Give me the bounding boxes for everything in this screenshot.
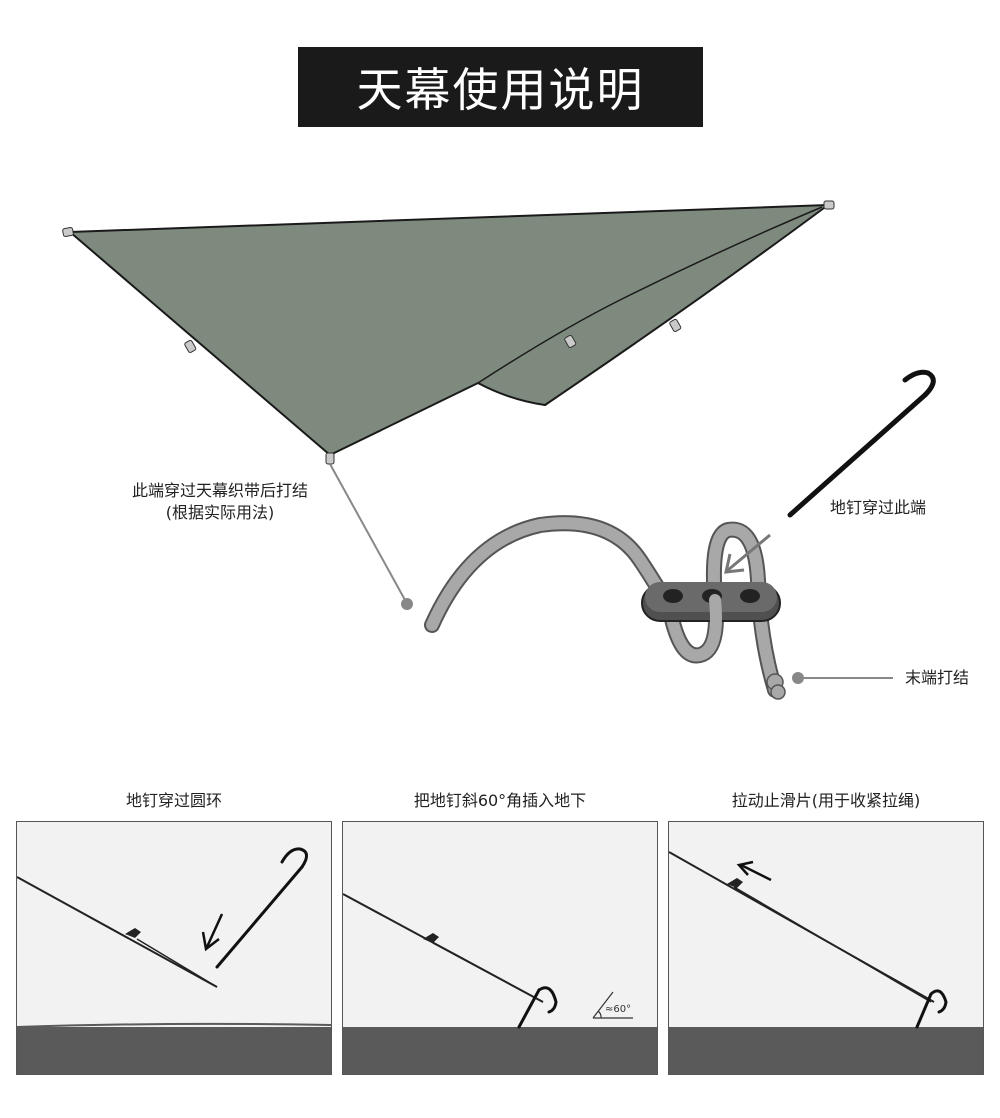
step-1-caption: 地钉穿过圆环 <box>125 791 222 810</box>
stake-icon <box>787 369 936 518</box>
tarp-surface <box>69 204 829 456</box>
arrow-icon <box>736 860 772 882</box>
stake-icon <box>215 847 308 969</box>
arrow-icon <box>201 913 224 952</box>
tensioner-icon <box>423 933 439 943</box>
angle-label: ≈60° <box>605 1004 631 1015</box>
arrow-icon <box>724 533 771 574</box>
tensioner-icon <box>727 878 743 888</box>
tarp-illustration <box>62 200 936 700</box>
rope-end-dot <box>401 598 413 610</box>
tarp-tie-note: (根据实际用法) <box>165 503 275 522</box>
step-1-panel <box>16 821 332 1075</box>
title-banner: 天幕使用说明 <box>298 47 703 127</box>
tarp-tie-text: 此端穿过天幕织带后打结 <box>131 481 308 500</box>
step-3-panel <box>668 821 984 1075</box>
step-2-panel: ≈60° <box>342 821 658 1075</box>
end-knot-label: 末端打结 <box>905 668 970 687</box>
tarp-tabs <box>62 200 835 465</box>
stake-through-label: 地钉穿过此端 <box>830 498 927 517</box>
step-2-caption: 把地钉斜60°角插入地下 <box>413 791 587 810</box>
page-title: 天幕使用说明 <box>356 63 645 117</box>
tensioner-icon <box>125 928 141 938</box>
guy-line <box>17 876 218 988</box>
step-3-caption: 拉动止滑片(用于收紧拉绳) <box>731 791 921 810</box>
tarp-fold-line <box>477 206 823 384</box>
end-knot-icon <box>766 673 786 700</box>
tarp-tie-label: 此端穿过天幕织带后打结 (根据实际用法) <box>115 480 325 524</box>
end-knot-dot <box>792 672 804 684</box>
stake-icon <box>915 989 948 1029</box>
stake-icon <box>517 986 558 1029</box>
ground <box>17 1027 331 1074</box>
ground <box>669 1027 983 1074</box>
angle-icon <box>592 991 633 1019</box>
ground <box>343 1027 657 1074</box>
